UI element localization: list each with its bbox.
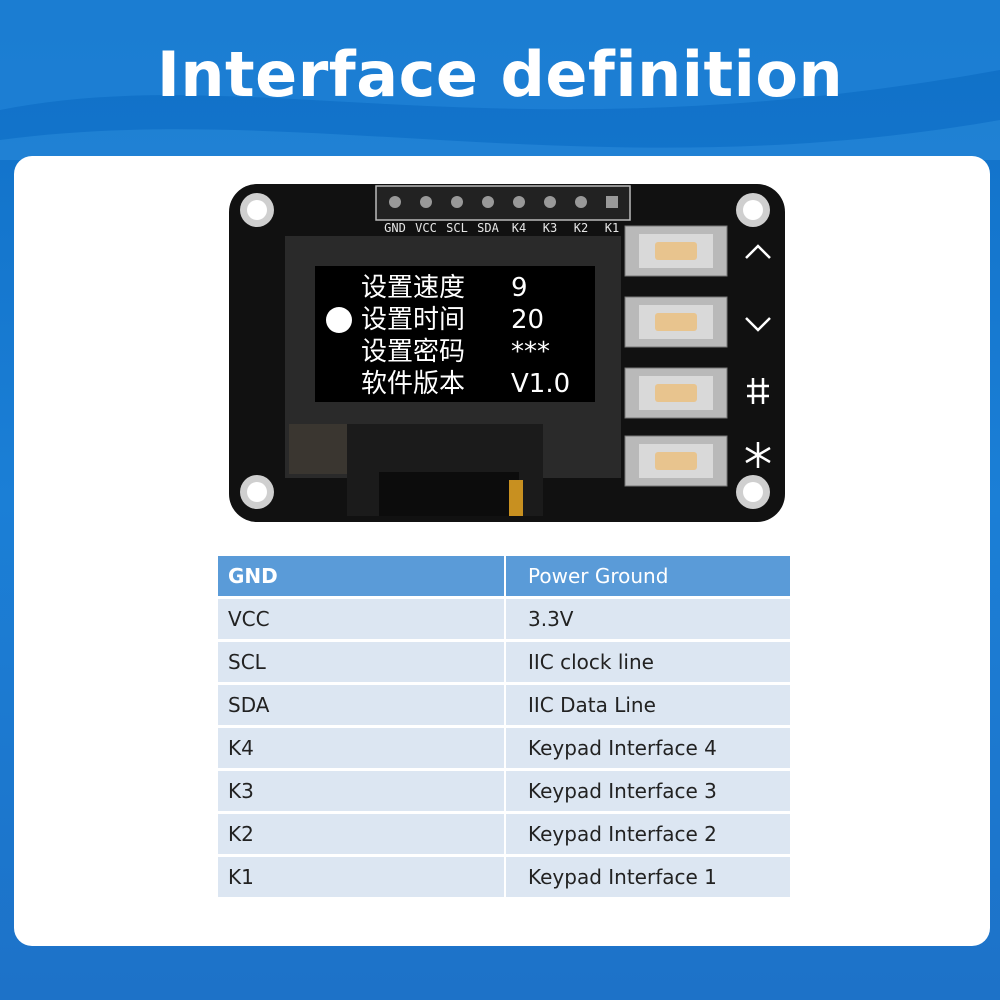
table-cell-pin: K1 (218, 857, 506, 900)
oled-row-2-value: 20 (511, 305, 544, 335)
oled-display (315, 266, 595, 402)
table-header-pin: GND (218, 556, 506, 599)
table-cell-pin: K3 (218, 771, 506, 814)
table-row: SCL IIC clock line (218, 642, 790, 685)
pin-label-sda: SDA (477, 221, 499, 235)
table-cell-pin: K4 (218, 728, 506, 771)
selection-dot (326, 307, 352, 333)
star-icon (745, 442, 771, 468)
table-cell-pin: K2 (218, 814, 506, 857)
hash-icon (747, 378, 769, 404)
table-header-row: GND Power Ground (218, 556, 790, 599)
header-pins (375, 185, 631, 221)
table-row: K1 Keypad Interface 1 (218, 857, 790, 900)
pin-definition-table: GND Power Ground VCC 3.3V SCL IIC clock … (218, 556, 790, 900)
table-cell-desc: IIC clock line (506, 642, 790, 685)
oled-row-1-label: 设置速度 (361, 273, 465, 303)
pin-label-k2: K2 (574, 221, 588, 235)
table-row: K2 Keypad Interface 2 (218, 814, 790, 857)
table-cell-pin: SDA (218, 685, 506, 728)
table-cell-desc: IIC Data Line (506, 685, 790, 728)
oled-row-4-label: 软件版本 (361, 369, 465, 399)
page-title: Interface definition (156, 38, 844, 111)
oled-row-3-value: *** (511, 337, 550, 367)
table-row: SDA IIC Data Line (218, 685, 790, 728)
oled-glass-edge (289, 424, 349, 474)
key-button-down[interactable] (624, 296, 728, 348)
down-chevron-icon (745, 317, 771, 332)
mounting-holes (240, 193, 770, 509)
key-button-up[interactable] (624, 225, 728, 277)
oled-row-1-value: 9 (511, 273, 528, 303)
oled-module-board: GND VCC SCL SDA K4 K3 K2 K1 设置速度 9 设置时间 … (229, 184, 785, 522)
table-row: K4 Keypad Interface 4 (218, 728, 790, 771)
oled-row-3-label: 设置密码 (361, 337, 465, 367)
oled-row-4-value: V1.0 (511, 369, 570, 399)
table-row: VCC 3.3V (218, 599, 790, 642)
table-cell-pin: SCL (218, 642, 506, 685)
pin-label-k3: K3 (543, 221, 557, 235)
pin-labels: GND VCC SCL SDA K4 K3 K2 K1 (384, 221, 619, 235)
table-cell-pin: VCC (218, 599, 506, 642)
table-cell-desc: 3.3V (506, 599, 790, 642)
table-cell-desc: Keypad Interface 2 (506, 814, 790, 857)
table-cell-desc: Keypad Interface 4 (506, 728, 790, 771)
cable-connector (509, 480, 523, 516)
up-chevron-icon (745, 244, 771, 259)
table-cell-desc: Keypad Interface 1 (506, 857, 790, 900)
oled-row-2-label: 设置时间 (361, 305, 465, 335)
key-button-hash[interactable] (624, 367, 728, 419)
key-button-star[interactable] (624, 435, 728, 487)
table-header-desc: Power Ground (506, 556, 790, 599)
pin-label-k1: K1 (605, 221, 619, 235)
table-row: K3 Keypad Interface 3 (218, 771, 790, 814)
pin-label-vcc: VCC (415, 221, 437, 235)
pin-label-scl: SCL (446, 221, 468, 235)
pin-label-gnd: GND (384, 221, 406, 235)
pin-label-k4: K4 (512, 221, 526, 235)
table-cell-desc: Keypad Interface 3 (506, 771, 790, 814)
